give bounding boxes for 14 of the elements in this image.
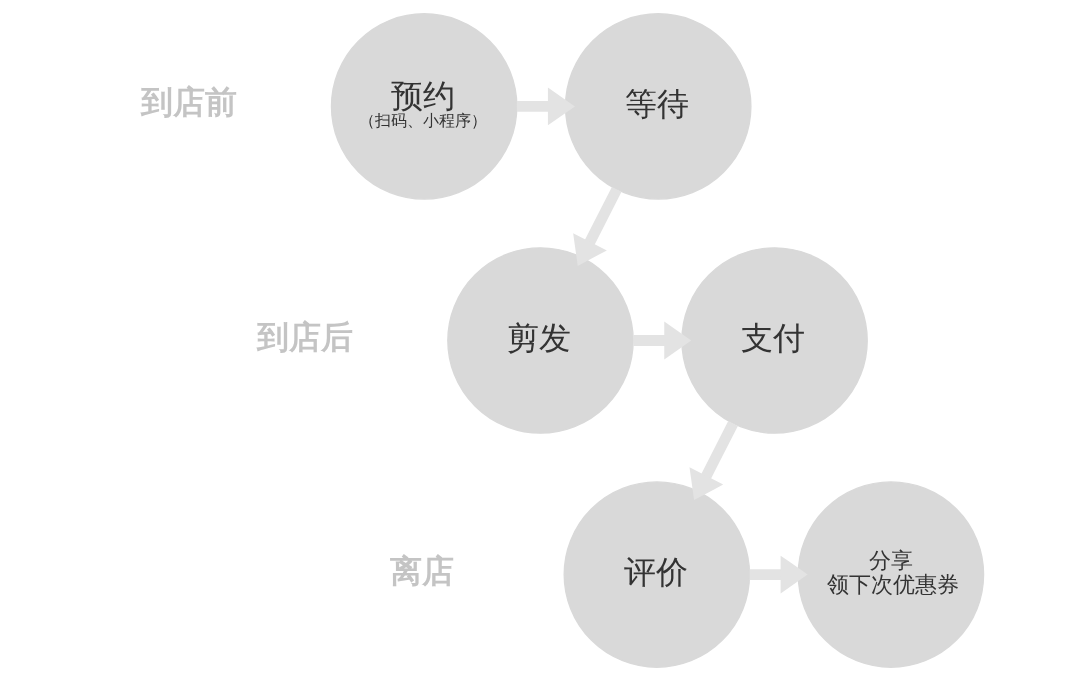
arrow <box>749 555 808 594</box>
arrow <box>572 186 622 266</box>
node-circle: 评价 <box>563 481 750 668</box>
label: 离店 <box>389 551 454 590</box>
arrow <box>632 321 691 360</box>
node-circle: 等待 <box>564 13 752 200</box>
label: 到店后 <box>256 317 353 356</box>
node-circle: 预约 （扫码、小程序） <box>330 13 517 200</box>
arrow <box>689 420 738 500</box>
node-circle: 分享领下次优惠券 <box>797 481 984 668</box>
arrow <box>516 87 575 126</box>
label: 到店前 <box>140 83 237 122</box>
node-circle: 支付 <box>680 247 868 434</box>
node-circle: 剪发 <box>446 247 634 434</box>
